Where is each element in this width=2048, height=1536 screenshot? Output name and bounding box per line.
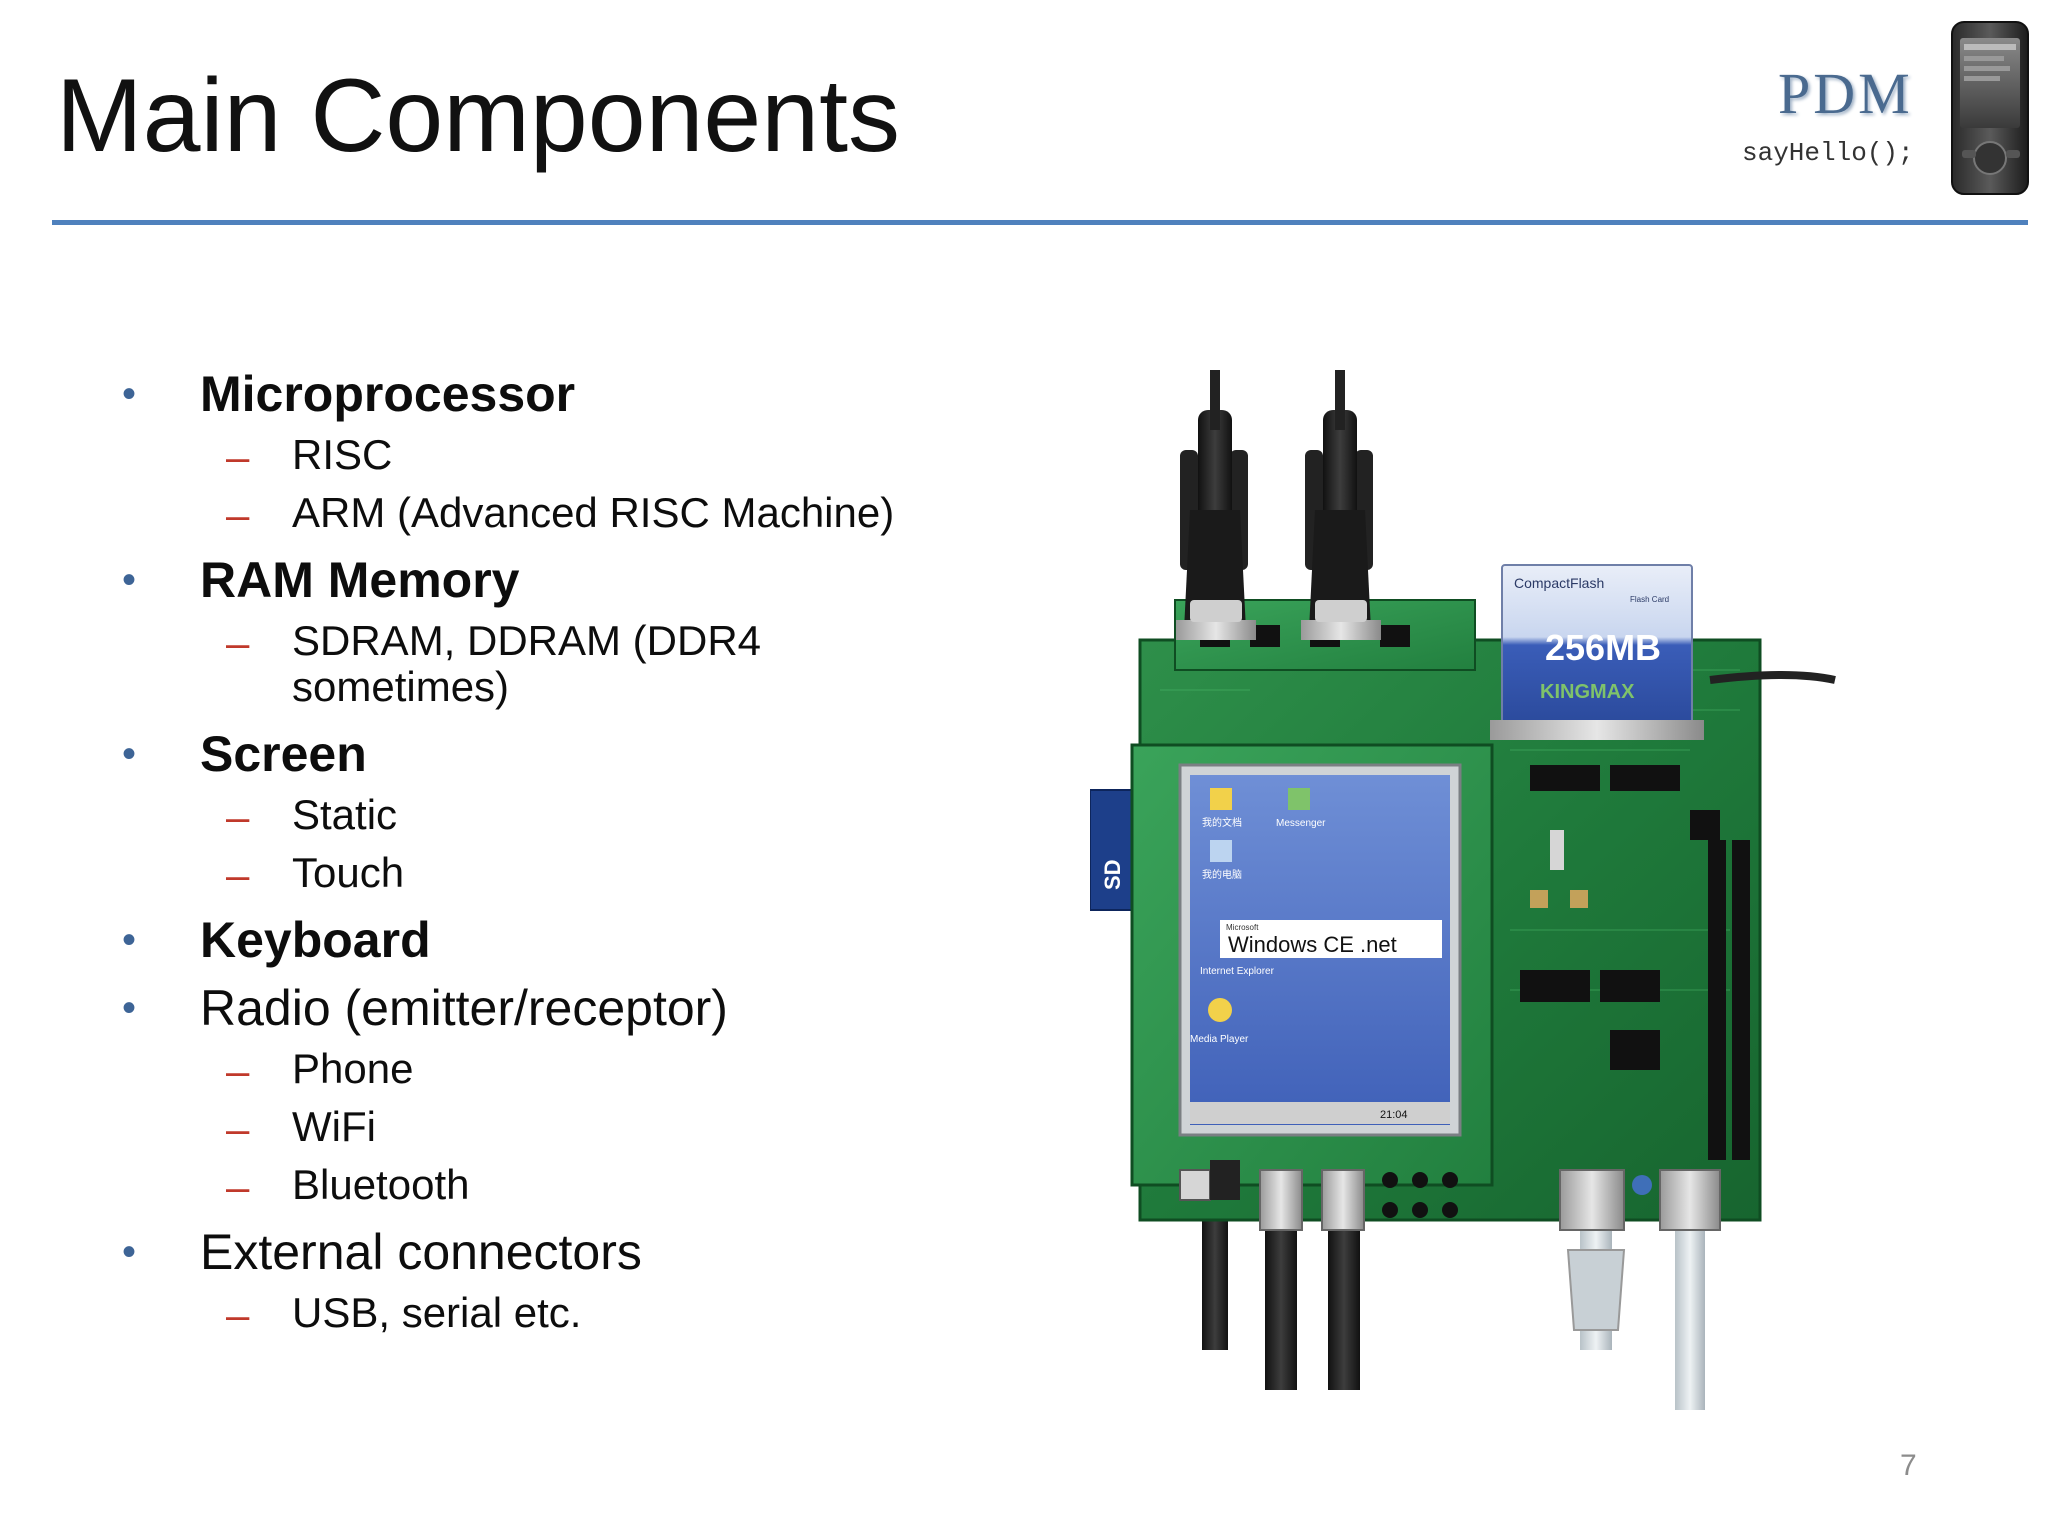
bullet-icon: • [122, 986, 137, 1030]
bullet-list: • Microprocessor – RISC – ARM (Advanced … [0, 0, 1000, 1400]
desktop-icon-label: 我的文档 [1202, 816, 1242, 829]
taskbar-clock: 21:04 [1380, 1109, 1408, 1121]
cf-sub: Flash Card [1630, 595, 1669, 604]
bullet-icon: • [122, 918, 137, 962]
bullet-icon: • [122, 558, 137, 602]
logo-tagline: sayHello(); [1742, 138, 1914, 168]
page-number: 7 [1900, 1449, 1917, 1482]
dash-icon: – [226, 1105, 250, 1152]
os-vendor: Microsoft [1226, 923, 1259, 932]
page-title: Main Components [56, 58, 900, 174]
cf-maker: KINGMAX [1540, 681, 1635, 703]
subitem-label: ARM (Advanced RISC Machine) [292, 489, 895, 536]
dev-board-image: CompactFlash Flash Card 256MB KINGMAX SD… [1090, 370, 1836, 1410]
desktop-icon-label: Messenger [1276, 818, 1326, 829]
dash-icon: – [226, 1291, 250, 1338]
subitem-label: Static [292, 791, 398, 838]
dash-icon: – [226, 1163, 250, 1210]
logo-name: PDM [1778, 61, 1913, 126]
desktop-icon-label: 我的电脑 [1202, 868, 1242, 881]
subitem-label: Bluetooth [292, 1161, 470, 1208]
dash-icon: – [226, 1047, 250, 1094]
bullet-label: RAM Memory [200, 552, 520, 608]
subitem-label: SDRAM, DDRAM (DDR4 sometimes) [292, 617, 762, 710]
cf-brand: CompactFlash [1514, 575, 1604, 591]
bullet-icon: • [122, 1230, 137, 1274]
compactflash-card: CompactFlash Flash Card 256MB KINGMAX [1490, 564, 1704, 740]
phone-icon [1951, 21, 2029, 195]
subitem-label: WiFi [292, 1103, 376, 1150]
bullet-icon: • [122, 732, 137, 776]
dash-icon: – [226, 793, 250, 840]
bullet-icon: • [122, 372, 137, 416]
os-brand: Windows CE .net [1228, 932, 1397, 957]
pdm-logo: PDM sayHello(); [1720, 18, 2030, 208]
serial-connectors [1176, 370, 1381, 640]
title-divider [52, 220, 2028, 225]
bullet-label: Radio (emitter/receptor) [200, 980, 728, 1036]
desktop-icon-label: Media Player [1190, 1034, 1249, 1045]
cf-capacity: 256MB [1545, 627, 1661, 668]
dash-icon: – [226, 433, 250, 480]
subitem-label: Phone [292, 1045, 414, 1092]
bullet-label: Keyboard [200, 912, 431, 968]
subitem-label: Touch [292, 849, 405, 896]
bullet-label: Screen [200, 726, 367, 782]
subitem-label: RISC [292, 431, 393, 478]
bullet-label: External connectors [200, 1224, 642, 1280]
bullet-label: Microprocessor [200, 366, 576, 422]
sd-label: SD [1100, 859, 1125, 890]
dash-icon: – [226, 851, 250, 898]
subitem-label: USB, serial etc. [292, 1289, 582, 1336]
dash-icon: – [226, 619, 250, 666]
desktop-icon-label: Internet Explorer [1200, 966, 1275, 977]
dash-icon: – [226, 491, 250, 538]
